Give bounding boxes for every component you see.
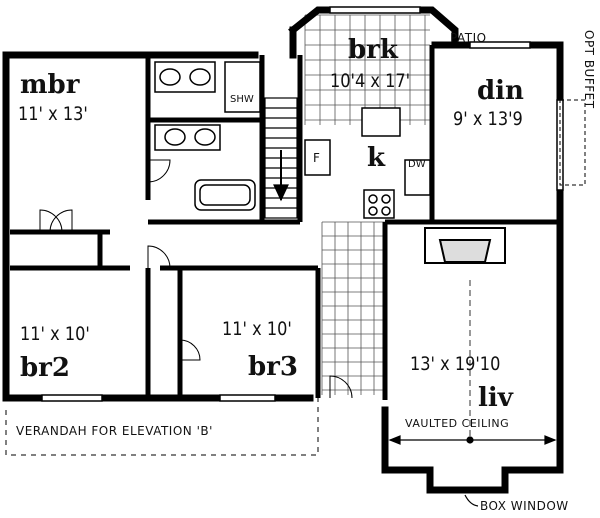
kitchen-fixtures [304, 107, 431, 219]
door-swings [39, 159, 353, 399]
room-label-mbr: mbr [20, 70, 80, 100]
buffet-outline [559, 99, 586, 186]
vaulted-ceiling-line [388, 280, 557, 445]
patio-label: PATIO [450, 31, 487, 45]
room-label-br2: br2 [20, 353, 70, 383]
bath-fixtures [154, 61, 261, 211]
room-dim-brk: 10'4 x 17' [330, 70, 411, 92]
fridge-label: F [313, 151, 320, 165]
box-window-label: BOX WINDOW [480, 499, 569, 513]
vaulted-ceiling-label: VAULTED CEILING [405, 417, 510, 430]
tile-floor [304, 14, 430, 395]
verandah-outline [5, 398, 319, 456]
buffet-label: OPT BUFFET [582, 30, 596, 109]
room-dim-br2: 11' x 10' [20, 323, 90, 345]
dishwasher-label: DW [408, 159, 426, 170]
verandah-label: VERANDAH FOR ELEVATION 'B' [16, 424, 213, 438]
stairs [264, 97, 298, 219]
room-label-din: din [477, 76, 524, 106]
room-label-br3: br3 [248, 352, 298, 382]
fireplace [424, 227, 506, 264]
shower-label: SHW [230, 94, 254, 105]
room-dim-mbr: 11' x 13' [18, 103, 88, 125]
room-dim-br3: 11' x 10' [222, 318, 292, 340]
room-label-k: k [367, 143, 386, 173]
room-dim-din: 9' x 13'9 [453, 108, 523, 130]
interior-walls [10, 45, 560, 400]
room-dim-liv: 13' x 19'10 [410, 353, 501, 375]
box-window-leader [464, 494, 479, 507]
room-label-brk: brk [348, 35, 398, 65]
room-label-liv: liv [478, 383, 513, 413]
